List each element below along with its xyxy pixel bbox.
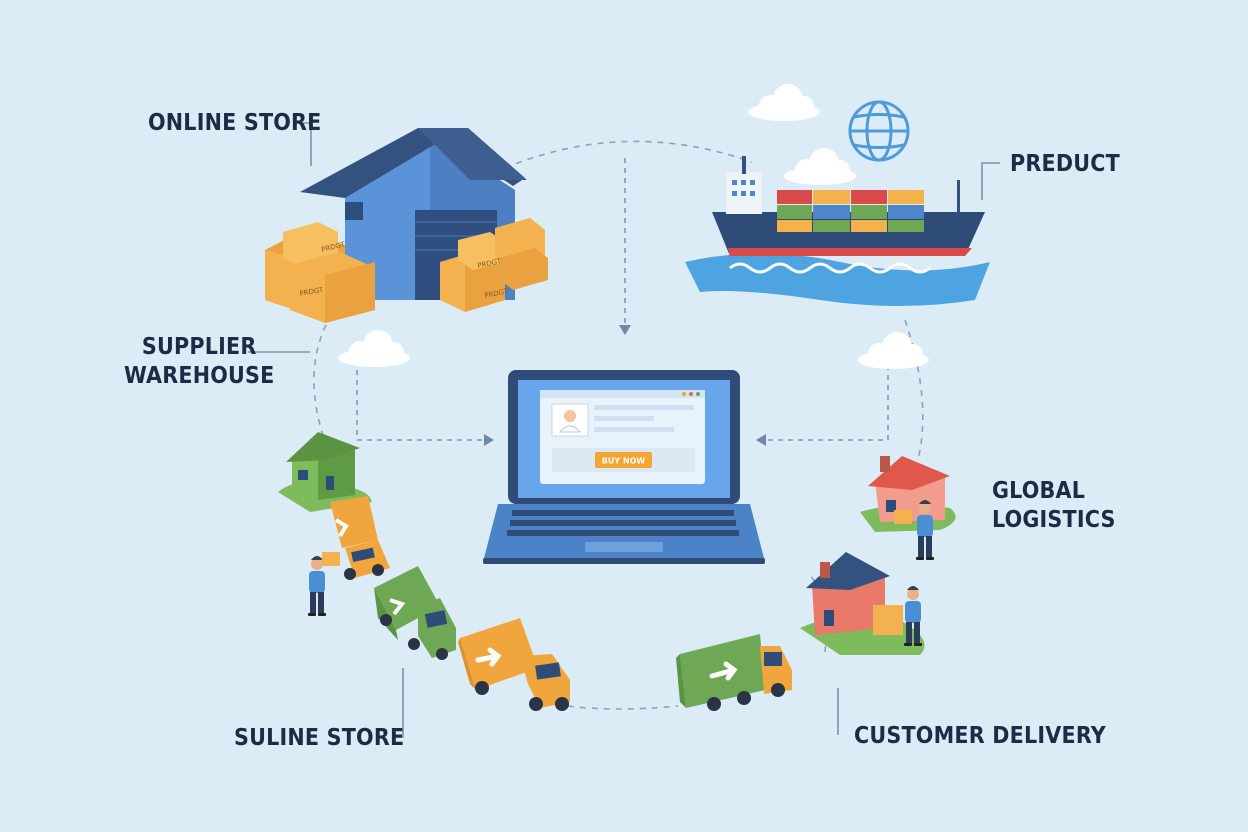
arrowheads — [484, 325, 766, 446]
laptop-icon: BUY NOW — [483, 370, 765, 564]
box-icon — [873, 605, 903, 635]
buy-now-button — [595, 452, 652, 468]
truck-green-2 — [676, 634, 792, 711]
truck-orange-2 — [458, 618, 570, 711]
label-supplier-line1: SUPPLIER — [141, 334, 257, 360]
label-preduct: PREDUCT — [1010, 151, 1120, 177]
label-global-line2: LOGISTICS — [992, 507, 1116, 533]
label-global-line1: GLOBAL — [992, 478, 1086, 504]
leader-lines — [248, 122, 1000, 738]
flow-arrows — [356, 158, 889, 441]
flow-loop — [313, 140, 924, 710]
carried-box — [322, 552, 340, 566]
label-customer-delivery: CUSTOMER DELIVERY — [854, 723, 1106, 749]
buy-now-label: BUY NOW — [602, 457, 646, 466]
truck-orange-1 — [330, 496, 390, 580]
carried-box — [894, 510, 912, 524]
containers — [777, 190, 924, 232]
globe-icon — [848, 100, 910, 162]
label-suline-store: SULINE STORE — [234, 725, 405, 751]
label-supplier-line2: WAREHOUSE — [124, 363, 275, 389]
box-stack-right — [440, 218, 548, 312]
box-stack-left — [265, 222, 375, 323]
label-supplier-warehouse: SUPPLIER WAREHOUSE — [124, 333, 274, 391]
label-online-store: ONLINE STORE — [148, 110, 322, 136]
cargo-ship-icon — [685, 156, 990, 306]
label-global-logistics: GLOBAL LOGISTICS — [992, 477, 1116, 535]
truck-green — [374, 566, 456, 660]
